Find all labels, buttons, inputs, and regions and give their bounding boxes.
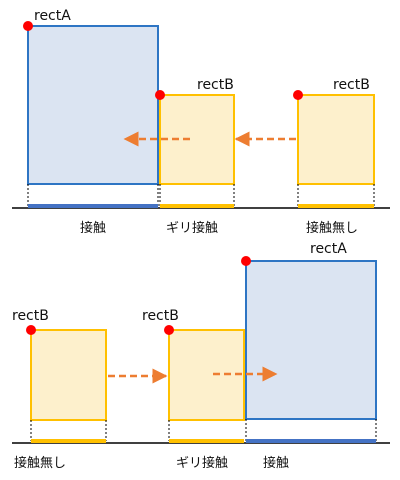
top-scene: rectA rectB rectB 接触 ギリ接触 接触無し [12,8,390,236]
bottom-scene: rectB rectB rectA 接触無し ギリ接触 接触 [12,241,390,471]
bottom-rectB-touching-projection-bar [169,439,244,443]
top-caption-no-contact: 接触無し [306,220,358,236]
bottom-rectB-apart-label: rectB [12,308,49,324]
bottom-rectA-label: rectA [310,241,347,257]
top-rectB-apart-corner-dot [293,90,303,100]
top-rectB-apart-label: rectB [333,77,370,93]
bottom-caption-contact: 接触 [263,455,289,471]
top-rectA-label: rectA [34,8,71,24]
bottom-rectA [245,260,377,420]
top-rectB-touching-projection-bar [160,204,234,208]
top-rectA [27,25,159,185]
top-rectA-corner-dot [23,21,33,31]
top-rectB-touching-corner-dot [155,90,165,100]
bottom-rectA-projection-bar [246,439,376,443]
top-rectB-touching [159,94,235,185]
top-caption-contact: 接触 [80,220,106,236]
bottom-rectB-touching [168,329,245,421]
top-rectB-apart-projection-bar [298,204,374,208]
top-rectA-projection-bar [28,204,158,208]
bottom-rectA-corner-dot [241,256,251,266]
bottom-rectB-apart-projection-bar [31,439,106,443]
top-rectB-touching-label: rectB [197,77,234,93]
top-rectB-apart [297,94,375,185]
bottom-caption-edge-contact: ギリ接触 [176,455,228,471]
top-caption-edge-contact: ギリ接触 [166,220,218,236]
bottom-caption-no-contact: 接触無し [14,455,66,471]
bottom-rectB-touching-label: rectB [142,308,179,324]
bottom-rectB-apart-corner-dot [26,325,36,335]
bottom-rectB-touching-corner-dot [164,325,174,335]
bottom-rectB-apart [30,329,107,421]
